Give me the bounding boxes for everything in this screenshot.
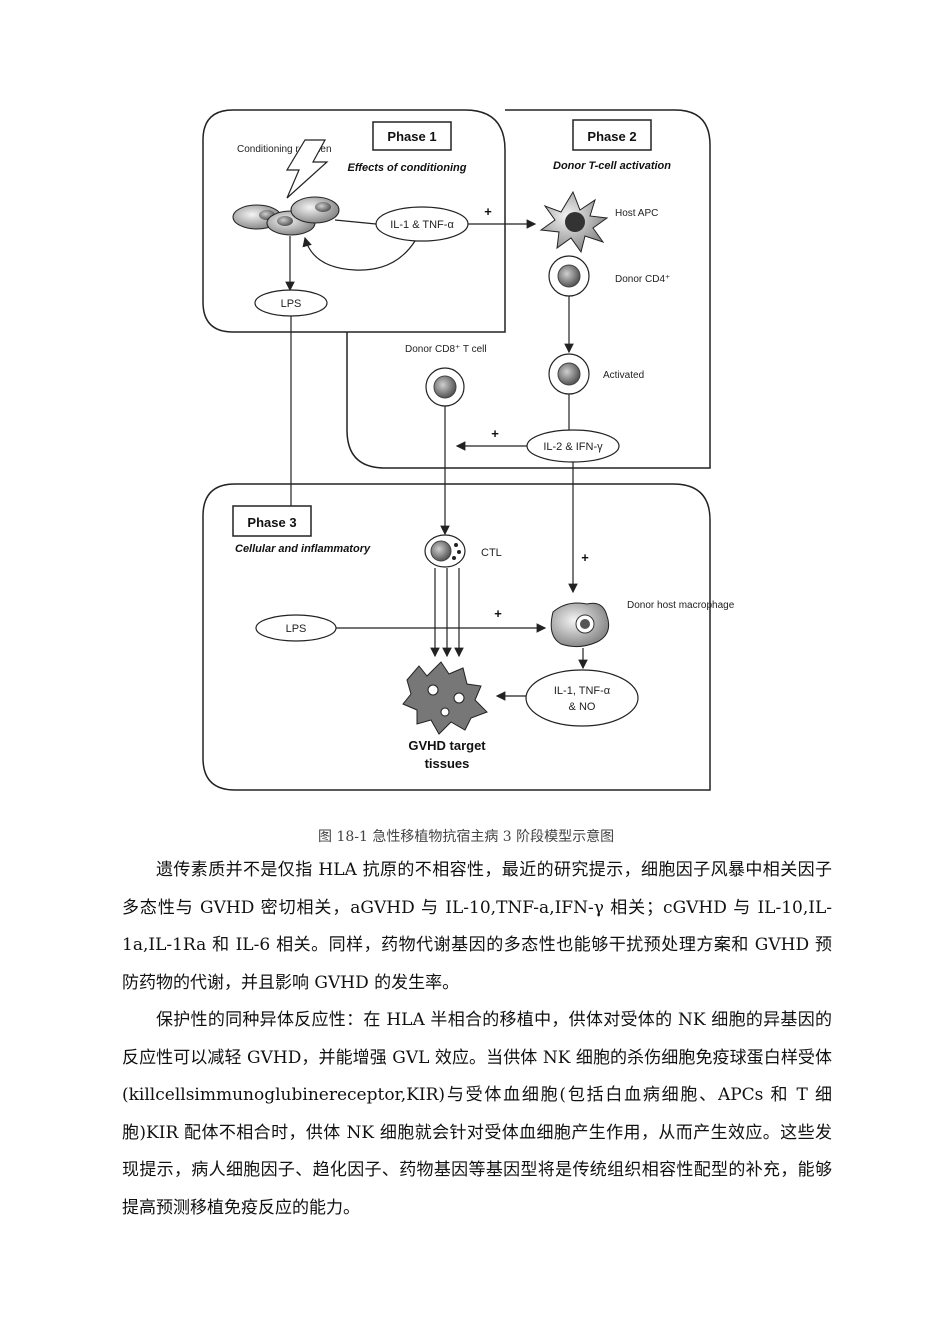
host-apc-label: Host APC [615, 208, 658, 219]
activated-label: Activated [603, 370, 644, 381]
lightning-icon [285, 139, 329, 199]
figure-caption: 图 18-1 急性移植物抗宿主病 3 阶段模型示意图 [318, 829, 615, 845]
donor-cd4-label: Donor CD4⁺ [615, 274, 670, 285]
donor-cd8-label: Donor CD8⁺ T cell [405, 344, 487, 355]
plus-sign: + [484, 204, 492, 219]
il2-label: IL-2 & IFN-γ [543, 441, 603, 453]
phase3-box [202, 483, 711, 791]
phase2-subtitle: Donor T-cell activation [553, 160, 671, 172]
macrophage-cell [550, 602, 610, 648]
target-line2: tissues [425, 756, 470, 771]
phase2-title: Phase 2 [587, 129, 636, 144]
phase1-subtitle: Effects of conditioning [348, 162, 467, 174]
gvhd-phase-diagram: Phase 1 Effects of conditioning Conditio… [195, 100, 735, 800]
phase2-box [346, 109, 711, 469]
phase1-box [202, 109, 506, 333]
cytokines-line1: IL-1, TNF-α [554, 685, 611, 697]
lps-top-label: LPS [281, 298, 302, 310]
plus-sign: + [494, 606, 502, 621]
target-line1: GVHD target [408, 738, 486, 753]
paragraph-1: 遗传素质并不是仅指 HLA 抗原的不相容性，最近的研究提示，细胞因子风暴中相关因… [122, 860, 832, 993]
il1-tnf-label: IL-1 & TNF-α [390, 219, 454, 231]
target-tissue-cells [402, 661, 488, 735]
host-apc-cell [539, 190, 609, 254]
plus-sign: + [581, 550, 589, 565]
paragraph-2: 保护性的同种异体反应性：在 HLA 半相合的移植中，供体对受体的 NK 细胞的异… [122, 1010, 832, 1218]
phase3-subtitle: Cellular and inflammatory [235, 543, 371, 555]
plus-sign: + [491, 426, 499, 441]
host-tissue-cells [232, 196, 340, 236]
ctl-label: CTL [481, 547, 502, 559]
lps-bottom-label: LPS [286, 623, 307, 635]
macrophage-label: Donor host macrophage [627, 600, 735, 611]
body-text-2: 保护性的同种异体反应性：在 HLA 半相合的移植中，供体对受体的 NK 细胞的异… [122, 1002, 832, 1227]
body-text: 遗传素质并不是仅指 HLA 抗原的不相容性，最近的研究提示，细胞因子风暴中相关因… [122, 852, 832, 1002]
phase3-title: Phase 3 [247, 515, 296, 530]
phase1-title: Phase 1 [387, 129, 436, 144]
conditioning-label: Conditioning regimen [237, 144, 332, 155]
cytokines-line2: & NO [569, 701, 596, 713]
